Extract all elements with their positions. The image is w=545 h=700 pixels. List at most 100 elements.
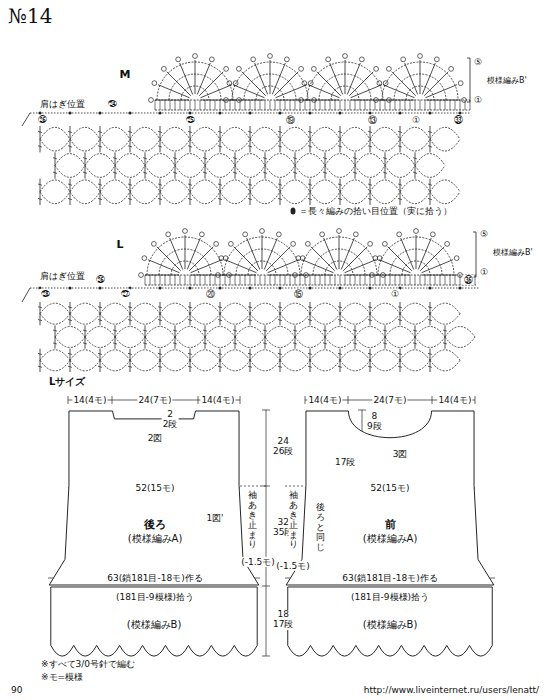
side-note: 後ろと同じ: [316, 502, 325, 553]
dc-stitch: [250, 179, 251, 205]
note: 肩はぎ位置: [39, 99, 86, 109]
tr-stitch: [242, 72, 266, 96]
chain-arc: [280, 127, 310, 139]
piece-outline-path: [49, 411, 259, 585]
dc-stitch-bar: [308, 307, 312, 308]
legend-symbol: [291, 208, 296, 215]
dc-stitch-bar: [338, 131, 342, 132]
tr-stitch: [148, 260, 179, 273]
row-number: ⑳: [205, 289, 216, 299]
tr-stitch: [276, 85, 307, 98]
tr-stitch: [420, 247, 444, 271]
dc-stitch-bar: [203, 172, 207, 173]
sc-stitch: [375, 275, 376, 285]
chain-arc: [160, 360, 190, 371]
picot: [302, 81, 307, 86]
dc-stitch: [175, 325, 176, 348]
dimension-tick: [198, 396, 199, 404]
sc-stitch: [475, 275, 476, 285]
dc-stitch-bar: [68, 184, 72, 185]
chain-arc: [430, 314, 460, 325]
dc-stitch-bar: [98, 320, 102, 321]
chain-arc: [190, 360, 220, 371]
dc-stitch-bar: [158, 198, 162, 199]
sc-stitch: [275, 275, 276, 285]
chain-arc: [205, 166, 235, 178]
dc-stitch: [100, 302, 101, 325]
sc-stitch: [325, 275, 326, 285]
tr-stitch: [268, 260, 299, 273]
chain-arc: [295, 166, 325, 178]
tr-stitch: [405, 63, 418, 94]
picot: [320, 232, 325, 237]
tr-stitch: [347, 63, 360, 94]
chain-arc: [190, 350, 220, 361]
sc-stitch: [380, 100, 381, 110]
dc-stitch-bar: [128, 366, 132, 367]
dc-stitch-bar: [38, 320, 42, 321]
picot: [430, 232, 435, 237]
chain-arc: [70, 350, 100, 361]
side-note: 袖あき止まり: [289, 490, 298, 551]
sc-stitch: [245, 100, 246, 110]
dc-stitch-bar: [83, 158, 87, 159]
picot: [139, 273, 144, 278]
sc-stitch: [285, 100, 286, 110]
size-mark: L: [115, 239, 124, 252]
dc-stitch: [295, 152, 296, 178]
dc-stitch-bar: [233, 330, 237, 331]
chain-arc: [325, 327, 355, 338]
sc-stitch: [160, 100, 161, 110]
chain-arc: [400, 127, 430, 139]
dc-stitch: [70, 179, 71, 205]
dc-stitch: [115, 152, 116, 178]
dc-stitch: [205, 152, 206, 178]
dc-stitch: [265, 152, 266, 178]
picot: [176, 57, 181, 62]
chain-row: [145, 285, 476, 286]
row-bracket: [473, 232, 476, 277]
dc-stitch-bar: [383, 158, 387, 159]
sc-stitch: [315, 275, 316, 285]
dc-stitch-bar: [143, 343, 147, 344]
dc-stitch: [160, 349, 161, 372]
piece-label: (模様編みB): [361, 618, 420, 631]
chain-arc: [70, 303, 100, 314]
dc-stitch-bar: [188, 198, 192, 199]
dc-stitch: [220, 126, 221, 152]
sc-stitch: [420, 100, 421, 110]
dc-stitch-bar: [128, 146, 132, 147]
picot: [268, 54, 273, 59]
sc-stitch: [215, 100, 216, 110]
dc-stitch: [430, 179, 431, 205]
chain-arc: [220, 127, 250, 139]
sc-stitch: [415, 100, 416, 110]
dimension: 14(4モ): [200, 395, 235, 405]
sc-stitch: [310, 275, 311, 285]
chain-arc: [40, 139, 70, 151]
dc-stitch-bar: [413, 330, 417, 331]
dc-stitch-bar: [263, 172, 267, 173]
chain-arc: [55, 154, 85, 166]
sc-stitch: [415, 275, 416, 285]
dc-stitch-bar: [293, 172, 297, 173]
chain-arc: [190, 180, 220, 192]
dc-stitch: [175, 152, 176, 178]
chain-arc: [205, 154, 235, 166]
piece-outline-path: [286, 411, 494, 585]
row-number: ⑬: [367, 115, 378, 125]
dc-stitch-bar: [98, 198, 102, 199]
tr-stitch: [170, 238, 183, 269]
sc-stitch: [330, 275, 331, 285]
dc-stitch-bar: [218, 307, 222, 308]
dc-stitch: [160, 126, 161, 152]
chain-arc: [355, 327, 385, 338]
picot: [224, 66, 229, 71]
pickup-dot: [128, 111, 131, 114]
tr-stitch: [189, 247, 213, 271]
chain-arc: [145, 337, 175, 348]
chain-arc: [40, 180, 70, 192]
pickup-dot: [308, 286, 311, 289]
sc-stitch: [345, 100, 346, 110]
sc-stitch: [405, 100, 406, 110]
